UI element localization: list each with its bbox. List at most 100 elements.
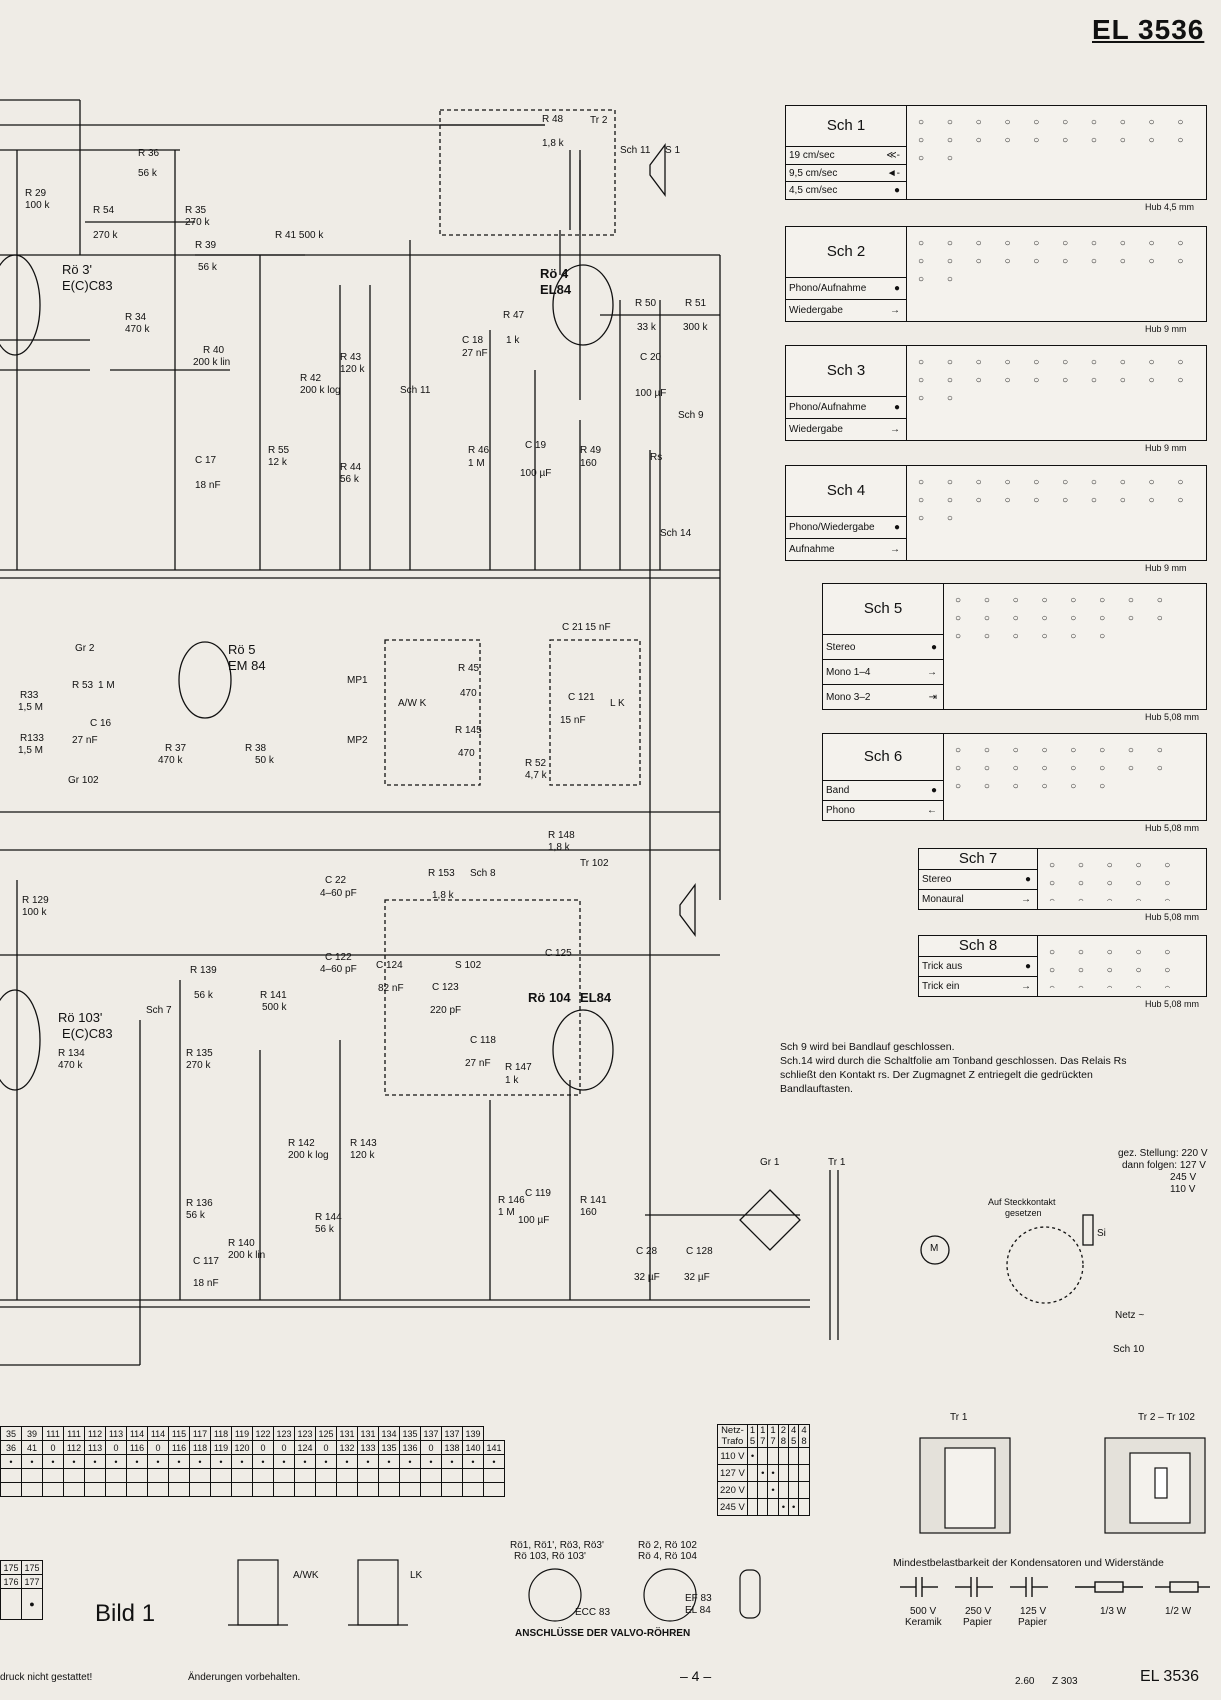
r133-label: R133 <box>20 733 44 744</box>
r37-label: R 37 <box>165 743 187 754</box>
c22-value: 4–60 pF <box>320 888 357 899</box>
c18-label: C 18 <box>462 335 484 346</box>
switch-row: Phono/Wiedergabe● <box>786 516 906 538</box>
r51-label: R 51 <box>685 298 707 309</box>
awk-connector-label: A/WK <box>293 1570 319 1581</box>
tr2-drawing-label: Tr 2 – Tr 102 <box>1138 1412 1195 1423</box>
r50-value: 33 k <box>637 322 656 333</box>
em84-label: EM 84 <box>228 658 266 673</box>
pin-dot-cell <box>315 1468 337 1483</box>
pin-dot-cell: • <box>105 1454 127 1469</box>
trafo-cell: • <box>788 1498 800 1516</box>
pin-dot-cell <box>483 1482 505 1497</box>
note-line-3: schließt den Kontakt rs. Der Zugmagnet Z… <box>780 1069 1093 1081</box>
pin-cell: 125 <box>315 1426 337 1441</box>
r44-value: 56 k <box>340 474 359 485</box>
switch-row: Stereo● <box>823 634 943 659</box>
trafo-cell <box>746 1498 759 1516</box>
r54-label: R 54 <box>93 205 115 216</box>
r46-label: R 46 <box>468 445 490 456</box>
r45-value: 470 <box>460 688 477 699</box>
switch-row: Phono/Aufnahme● <box>786 277 906 299</box>
r50-label: R 50 <box>635 298 657 309</box>
switch-name: Sch 1 <box>826 117 866 134</box>
c119-label: C 119 <box>525 1188 551 1199</box>
steck-label-2: gesetzen <box>1005 1208 1042 1218</box>
trafo-cell <box>777 1464 790 1482</box>
c20-label: C 20 <box>640 352 662 363</box>
pin-dot-cell <box>231 1468 253 1483</box>
pin-dot-cell: • <box>210 1454 232 1469</box>
r143-label: R 143 <box>350 1138 377 1149</box>
pin-cell: 0 <box>315 1440 337 1455</box>
ro103-label: Rö 103' <box>58 1010 103 1025</box>
r134-label: R 134 <box>58 1048 85 1059</box>
c17-label: C 17 <box>195 455 217 466</box>
pin-cell: 131 <box>336 1426 358 1441</box>
pin-dot-cell <box>357 1482 379 1497</box>
switch-contacts: ○ ○ ○ ○ ○ ○ ○ ○ ○ ○ ○ ○ ○ ○ ○ ○ ○ ○ ○ ○ … <box>1049 947 1181 988</box>
switch-row-symbol: → <box>890 544 900 555</box>
pin-dot-cell <box>357 1468 379 1483</box>
mp1-label: MP1 <box>347 675 368 686</box>
r55-label: R 55 <box>268 445 290 456</box>
switch-hub-label: Hub 9 mm <box>1145 563 1187 573</box>
pin-cell: 177 <box>21 1574 43 1589</box>
trafo-cell <box>746 1481 759 1499</box>
footer-left: druck nicht gestattet! <box>0 1672 93 1683</box>
pin-dot-cell <box>462 1468 484 1483</box>
connector-drawings <box>228 1559 408 1626</box>
pin-dot-cell <box>105 1468 127 1483</box>
pin-cell: 133 <box>357 1440 379 1455</box>
trafo-cell <box>798 1464 810 1482</box>
pin-cell: 0 <box>273 1440 295 1455</box>
r145-value: 470 <box>458 748 475 759</box>
pin-cell: 138 <box>441 1440 463 1455</box>
c28-label: C 28 <box>636 1246 658 1257</box>
r140-value: 200 k lin <box>228 1250 266 1261</box>
pin-dot-cell <box>189 1468 211 1483</box>
c21-label: C 21 <box>562 622 584 633</box>
trafo-cell: • <box>757 1464 769 1482</box>
r42-label: R 42 <box>300 373 322 384</box>
r29-label: R 29 <box>25 188 47 199</box>
switch-row-symbol: → <box>890 305 900 316</box>
c19-label: C 19 <box>525 440 547 451</box>
sch7-label: Sch 7 <box>146 1005 172 1016</box>
pin-dot-cell <box>84 1482 106 1497</box>
gr102-label: Gr 102 <box>68 775 99 786</box>
switch-row: Band● <box>823 780 943 800</box>
pin-cell: 175 <box>0 1560 22 1575</box>
r140-label: R 140 <box>228 1238 255 1249</box>
ro104-label: Rö 104 <box>528 990 571 1005</box>
pin-dot-cell: • <box>294 1454 316 1469</box>
r129-label: R 129 <box>22 895 49 906</box>
pin-dot-cell <box>0 1482 22 1497</box>
r52-label: R 52 <box>525 758 547 769</box>
switch-row-symbol: ● <box>893 283 900 294</box>
r141-value: 160 <box>580 1207 597 1218</box>
notes: Sch 9 wird bei Bandlauf geschlossen. Sch… <box>780 1040 1200 1096</box>
switch-row: Monaural→ <box>919 889 1037 909</box>
trafo-header: Netz-Trafo <box>717 1424 748 1448</box>
trafo-cell <box>757 1481 769 1499</box>
pin-cell: 0 <box>420 1440 442 1455</box>
r148-value: 1,8 k <box>548 842 570 853</box>
c17-value: 18 nF <box>195 480 221 491</box>
pin-dot-cell <box>441 1468 463 1483</box>
c125-label: C 125 <box>545 948 572 959</box>
c121-label: C 121 <box>568 692 595 703</box>
transformer-drawings <box>919 1437 1206 1534</box>
trafo-cell <box>788 1481 800 1499</box>
pin-dot-cell: • <box>252 1454 274 1469</box>
rating-w1: 1/3 W <box>1100 1606 1127 1617</box>
switch-row-symbol: ● <box>1024 961 1031 972</box>
switch-contacts: ○ ○ ○ ○ ○ ○ ○ ○ ○ ○ ○ ○ ○ ○ ○ ○ ○ ○ ○ ○ … <box>918 238 1194 285</box>
sch9-label: Sch 9 <box>678 410 704 421</box>
switch-row-symbol: ● <box>893 522 900 533</box>
